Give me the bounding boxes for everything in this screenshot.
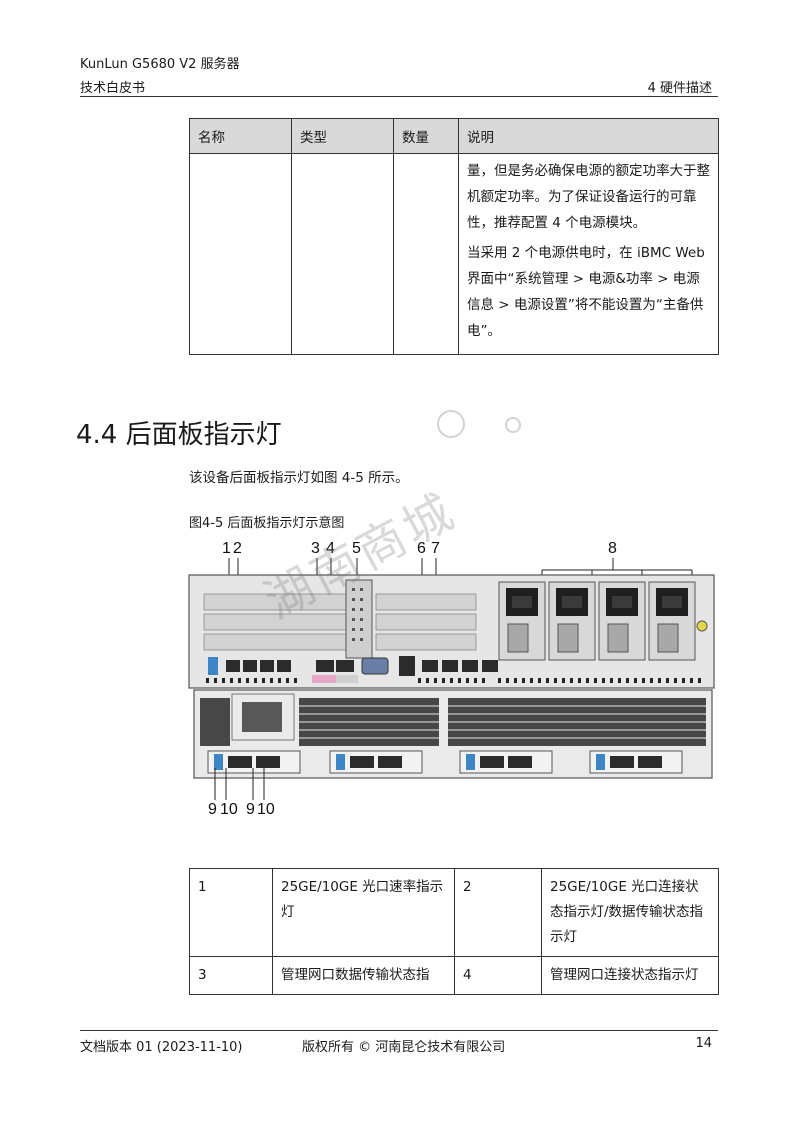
callout-10b: 10	[257, 801, 275, 818]
rear-panel-figure: 1 2 3 4 5 6 7 8 9 10 9 10	[186, 538, 716, 828]
callout-3: 3	[311, 540, 320, 557]
callout-6: 6	[417, 540, 426, 557]
desc-paragraph-1: 量，但是务必确保电源的额定功率大于整机额定功率。为了保证设备运行的可靠性，推荐配…	[467, 163, 710, 231]
cell-num-3: 3	[189, 956, 273, 995]
callout-1: 1	[222, 540, 231, 557]
callout-10a: 10	[220, 801, 238, 818]
cell-desc-3: 管理网口数据传输状态指	[272, 956, 455, 995]
cell-name	[189, 153, 292, 355]
col-qty: 数量	[393, 118, 459, 154]
indicator-table: 1 25GE/10GE 光口速率指示灯 2 25GE/10GE 光口连接状态指示…	[189, 868, 719, 995]
section-intro: 该设备后面板指示灯如图 4-5 所示。	[189, 470, 409, 486]
callout-2: 2	[233, 540, 242, 557]
figure-caption: 图4-5 后面板指示灯示意图	[189, 516, 345, 531]
table-row: 量，但是务必确保电源的额定功率大于整机额定功率。为了保证设备运行的可靠性，推荐配…	[189, 153, 719, 355]
cell-desc: 量，但是务必确保电源的额定功率大于整机额定功率。为了保证设备运行的可靠性，推荐配…	[458, 153, 719, 355]
cell-num-4: 4	[454, 956, 542, 995]
callout-7: 7	[431, 540, 440, 557]
cell-desc-1: 25GE/10GE 光口速率指示灯	[272, 868, 455, 957]
header-chapter: 4 硬件描述	[647, 81, 712, 96]
section-title: 4.4 后面板指示灯	[76, 420, 282, 450]
cell-num-2: 2	[454, 868, 542, 957]
watermark-circle-small	[505, 417, 521, 433]
header-product: KunLun G5680 V2 服务器	[80, 57, 240, 72]
callout-4: 4	[326, 540, 335, 557]
cell-qty	[393, 153, 459, 355]
cell-desc-4: 管理网口连接状态指示灯	[541, 956, 719, 995]
cell-type	[291, 153, 394, 355]
watermark-circle	[437, 410, 465, 438]
cell-num-1: 1	[189, 868, 273, 957]
header-doc-type: 技术白皮书	[80, 81, 146, 96]
footer-page-number: 14	[695, 1036, 712, 1051]
desc-paragraph-2: 当采用 2 个电源供电时，在 iBMC Web 界面中“系统管理 > 电源&功率…	[467, 245, 705, 339]
table-header-row: 名称 类型 数量 说明	[189, 118, 719, 154]
table-row: 1 25GE/10GE 光口速率指示灯 2 25GE/10GE 光口连接状态指示…	[189, 868, 719, 957]
callout-8: 8	[608, 540, 617, 557]
footer-divider	[80, 1030, 718, 1031]
header-divider	[80, 96, 718, 97]
col-type: 类型	[291, 118, 394, 154]
callout-5: 5	[352, 540, 361, 557]
col-desc: 说明	[458, 118, 719, 154]
callout-9b: 9	[246, 801, 255, 818]
power-table: 名称 类型 数量 说明 量，但是务必确保电源的额定功率大于整机额定功率。为了保证…	[189, 118, 719, 355]
table-row: 3 管理网口数据传输状态指 4 管理网口连接状态指示灯	[189, 956, 719, 995]
col-name: 名称	[189, 118, 292, 154]
footer-version: 文档版本 01 (2023-11-10)	[80, 1040, 243, 1055]
footer-copyright: 版权所有 © 河南昆仑技术有限公司	[302, 1040, 506, 1055]
callout-9a: 9	[208, 801, 217, 818]
cell-desc-2: 25GE/10GE 光口连接状态指示灯/数据传输状态指示灯	[541, 868, 719, 957]
rear-panel-illustration	[188, 558, 715, 800]
